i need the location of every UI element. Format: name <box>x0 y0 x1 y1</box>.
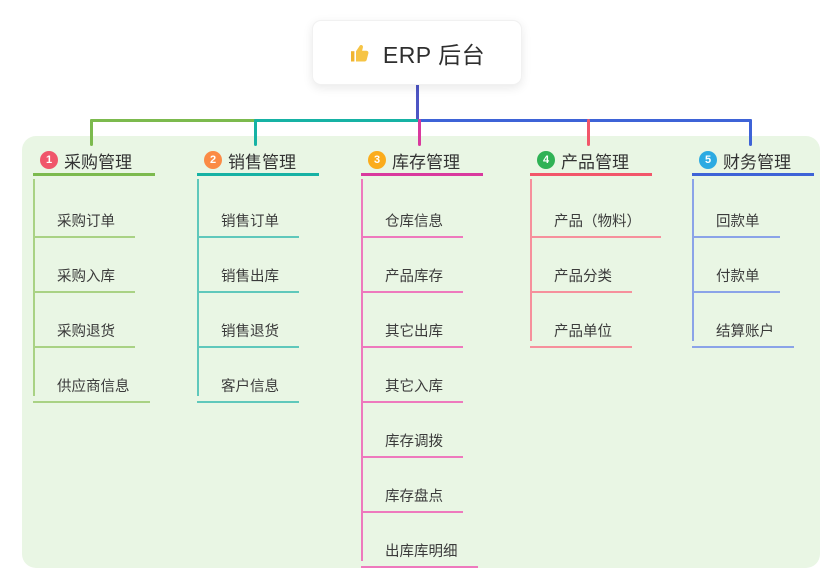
item-label: 结算账户 <box>716 323 774 340</box>
connector-segment <box>254 119 421 122</box>
branch-label: 销售管理 <box>228 152 296 172</box>
item-label: 出库库明细 <box>385 543 458 560</box>
branch-drop-line <box>418 119 421 146</box>
canvas-panel <box>22 136 820 568</box>
item-label: 产品单位 <box>554 323 612 340</box>
item-label: 销售订单 <box>221 213 279 230</box>
item-node[interactable]: 产品（物料） <box>530 195 661 238</box>
item-label: 库存盘点 <box>385 488 443 505</box>
item-node[interactable]: 供应商信息 <box>33 360 150 403</box>
branch-label: 采购管理 <box>64 152 132 172</box>
item-label: 销售退货 <box>221 323 279 340</box>
item-node[interactable]: 产品分类 <box>530 250 632 293</box>
item-label: 付款单 <box>716 268 760 285</box>
item-label: 采购入库 <box>57 268 115 285</box>
item-label: 采购退货 <box>57 323 115 340</box>
root-node-label: ERP 后台 <box>382 41 486 68</box>
root-node[interactable]: ERP 后台 <box>312 20 522 85</box>
item-label: 供应商信息 <box>57 378 130 395</box>
item-node[interactable]: 产品库存 <box>361 250 463 293</box>
connector-segment <box>90 119 257 122</box>
item-node[interactable]: 销售订单 <box>197 195 299 238</box>
item-node[interactable]: 付款单 <box>692 250 780 293</box>
item-label: 其它入库 <box>385 378 443 395</box>
item-node[interactable]: 采购订单 <box>33 195 135 238</box>
branch-number-badge: 3 <box>368 151 386 169</box>
item-label: 产品（物料） <box>554 213 641 230</box>
item-node[interactable]: 销售退货 <box>197 305 299 348</box>
branch-drop-line <box>254 119 257 146</box>
branch-number-badge: 4 <box>537 151 555 169</box>
item-label: 客户信息 <box>221 378 279 395</box>
item-node[interactable]: 结算账户 <box>692 305 794 348</box>
branch-drop-line <box>587 119 590 146</box>
branch-number-badge: 5 <box>699 151 717 169</box>
branch-node-销售管理[interactable]: 2 销售管理 <box>197 147 319 176</box>
branch-drop-line <box>749 119 752 146</box>
item-node[interactable]: 其它出库 <box>361 305 463 348</box>
branch-trunk-line <box>361 179 363 561</box>
root-drop-line <box>416 83 419 121</box>
item-node[interactable]: 采购入库 <box>33 250 135 293</box>
item-label: 销售出库 <box>221 268 279 285</box>
item-node[interactable]: 库存盘点 <box>361 470 463 513</box>
item-label: 仓库信息 <box>385 213 443 230</box>
item-label: 库存调拨 <box>385 433 443 450</box>
item-node[interactable]: 出库库明细 <box>361 525 478 568</box>
branch-trunk-line <box>33 179 35 396</box>
item-node[interactable]: 库存调拨 <box>361 415 463 458</box>
item-node[interactable]: 客户信息 <box>197 360 299 403</box>
connector-segment <box>418 119 752 122</box>
thumbs-up-icon <box>349 41 373 65</box>
branch-label: 财务管理 <box>723 152 791 172</box>
branch-number-badge: 2 <box>204 151 222 169</box>
item-label: 其它出库 <box>385 323 443 340</box>
branch-node-财务管理[interactable]: 5 财务管理 <box>692 147 814 176</box>
branch-trunk-line <box>692 179 694 341</box>
branch-node-采购管理[interactable]: 1 采购管理 <box>33 147 155 176</box>
item-node[interactable]: 仓库信息 <box>361 195 463 238</box>
item-node[interactable]: 其它入库 <box>361 360 463 403</box>
item-label: 产品分类 <box>554 268 612 285</box>
branch-node-产品管理[interactable]: 4 产品管理 <box>530 147 652 176</box>
branch-label: 库存管理 <box>392 152 460 172</box>
branch-node-库存管理[interactable]: 3 库存管理 <box>361 147 483 176</box>
item-node[interactable]: 采购退货 <box>33 305 135 348</box>
branch-trunk-line <box>197 179 199 396</box>
item-label: 产品库存 <box>385 268 443 285</box>
item-label: 采购订单 <box>57 213 115 230</box>
item-node[interactable]: 产品单位 <box>530 305 632 348</box>
branch-trunk-line <box>530 179 532 341</box>
branch-number-badge: 1 <box>40 151 58 169</box>
item-node[interactable]: 销售出库 <box>197 250 299 293</box>
item-label: 回款单 <box>716 213 760 230</box>
item-node[interactable]: 回款单 <box>692 195 780 238</box>
branch-label: 产品管理 <box>561 152 629 172</box>
branch-drop-line <box>90 119 93 146</box>
